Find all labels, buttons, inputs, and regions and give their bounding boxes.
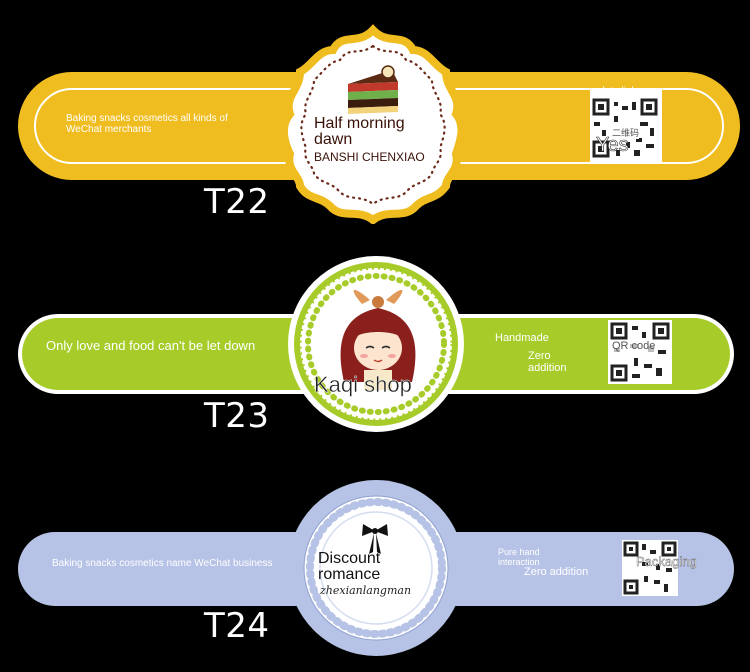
t23-qr-overlay: QR code <box>612 340 656 352</box>
t22-qr-code <box>590 88 662 162</box>
t24-subtitle: zhexianlangman <box>320 584 412 597</box>
t24-code-label: T24 <box>204 606 270 646</box>
t24-badge <box>288 480 464 656</box>
t23-code-label: T23 <box>204 396 270 436</box>
t23-right-text-1: Handmade <box>495 332 549 344</box>
t22-subtitle: BANSHI CHENXIAO <box>314 150 425 164</box>
t23-qr-code <box>608 320 672 384</box>
t24-right-text-1: Pure hand interaction <box>498 547 540 567</box>
t24-title: Discount romance <box>318 550 381 583</box>
t24-left-text: Baking snacks cosmetics name WeChat busi… <box>52 558 273 569</box>
t23-title: Kaqi shop <box>314 372 412 397</box>
t24-qr-overlay: Packaging <box>636 554 697 569</box>
t22-qr-overlay: Yes <box>596 134 629 157</box>
t22-title: Half morning dawn <box>314 115 405 148</box>
t22-qr-top-text: ack to link <box>592 86 637 97</box>
girl-avatar-icon <box>340 289 416 390</box>
t24-right-text-2: Zero addition <box>524 566 589 578</box>
t23-right-text-2: Zero addition <box>528 350 567 375</box>
cake-slice-icon <box>348 65 398 114</box>
t22-code-label: T22 <box>204 182 270 222</box>
t22-badge <box>280 24 466 224</box>
t24-qr-code <box>622 540 678 596</box>
bow-icon <box>362 524 388 554</box>
t22-qr-caption: 二维码 <box>612 126 640 139</box>
t23-left-text: Only love and food can't be let down <box>46 338 256 353</box>
t22-left-text: Baking snacks cosmetics all kinds of WeC… <box>66 113 228 135</box>
